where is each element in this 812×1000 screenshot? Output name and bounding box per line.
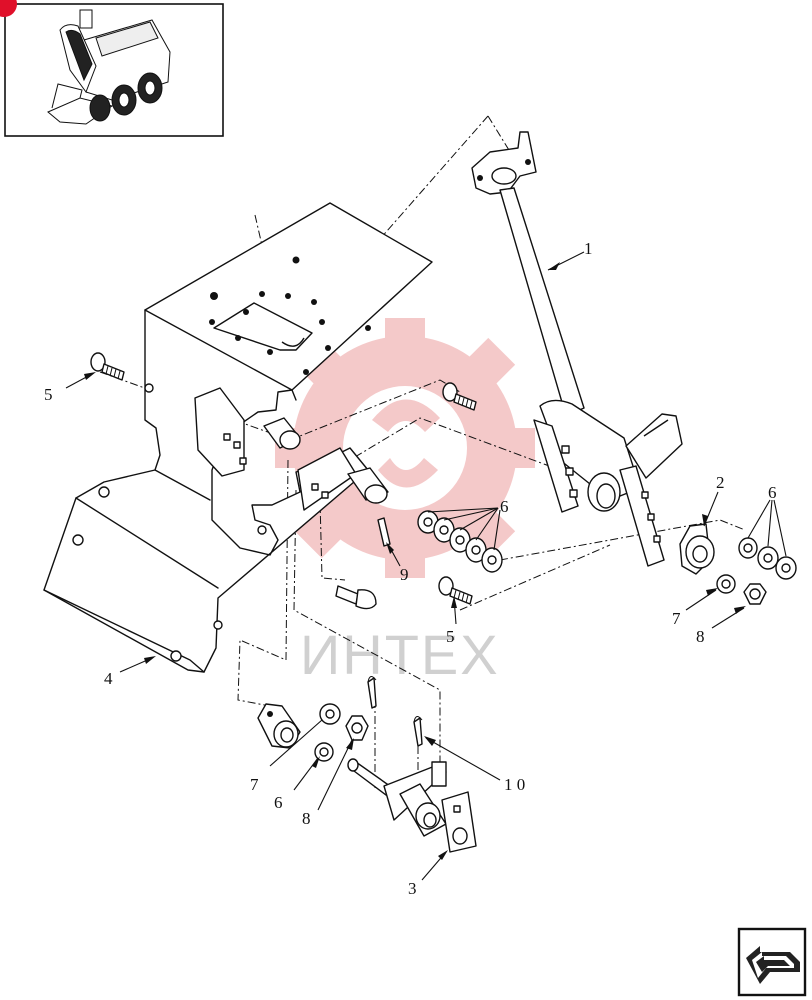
callout-labels: 1 2 3 4 5 5 6 6 6 7 7 8 8 9 1 0 <box>44 239 777 898</box>
washer-6-lower[interactable] <box>314 742 334 762</box>
roll-pin-part-9[interactable] <box>377 517 391 547</box>
bolt-5-left[interactable] <box>90 352 125 381</box>
callout-5-left: 5 <box>44 385 53 404</box>
carriage-bolt[interactable] <box>335 585 377 610</box>
bolt-5-upper[interactable] <box>442 382 477 411</box>
shaft-assembly-part-3[interactable] <box>347 758 477 853</box>
return-arrow-icon <box>746 946 800 984</box>
thumbnail-frame[interactable] <box>0 0 224 137</box>
console-bracket-part-4[interactable] <box>43 202 433 673</box>
cotter-pin-10-b[interactable] <box>413 716 423 747</box>
cotter-pin-10-a[interactable] <box>367 676 377 709</box>
callout-8-lower: 8 <box>302 809 311 828</box>
watermark-text: ИНТЕХ <box>300 623 500 686</box>
callout-6-right: 6 <box>768 483 777 502</box>
callout-leaders <box>65 251 787 881</box>
washer-stack-right[interactable] <box>738 537 797 580</box>
pedal-lever-part-1[interactable] <box>471 131 683 567</box>
callout-8-right: 8 <box>696 627 705 646</box>
callout-3: 3 <box>408 879 417 898</box>
pivot-bushing-lower[interactable] <box>257 703 301 749</box>
nut-8-right[interactable] <box>743 583 767 605</box>
return-arrow-button[interactable] <box>737 927 807 997</box>
washer-7-right[interactable] <box>716 574 736 594</box>
skid-steer-loader-icon <box>47 9 171 125</box>
washer-stack-center[interactable] <box>417 510 503 573</box>
callout-6-center: 6 <box>500 497 509 516</box>
callout-1: 1 <box>584 239 593 258</box>
callout-4: 4 <box>104 669 113 688</box>
washer-7-lower[interactable] <box>319 703 341 725</box>
callout-2: 2 <box>716 473 725 492</box>
callout-9: 9 <box>400 565 409 584</box>
nut-8-lower[interactable] <box>345 715 369 741</box>
callout-7-lower: 7 <box>250 775 259 794</box>
callout-7-right: 7 <box>672 609 681 628</box>
pivot-bushing-part-2[interactable] <box>679 523 715 575</box>
callout-6-lower: 6 <box>274 793 283 812</box>
callout-10: 1 0 <box>504 775 525 794</box>
corner-marker-icon <box>0 0 17 17</box>
callout-5-lower: 5 <box>446 627 455 646</box>
bolt-5-lower[interactable] <box>438 576 473 605</box>
